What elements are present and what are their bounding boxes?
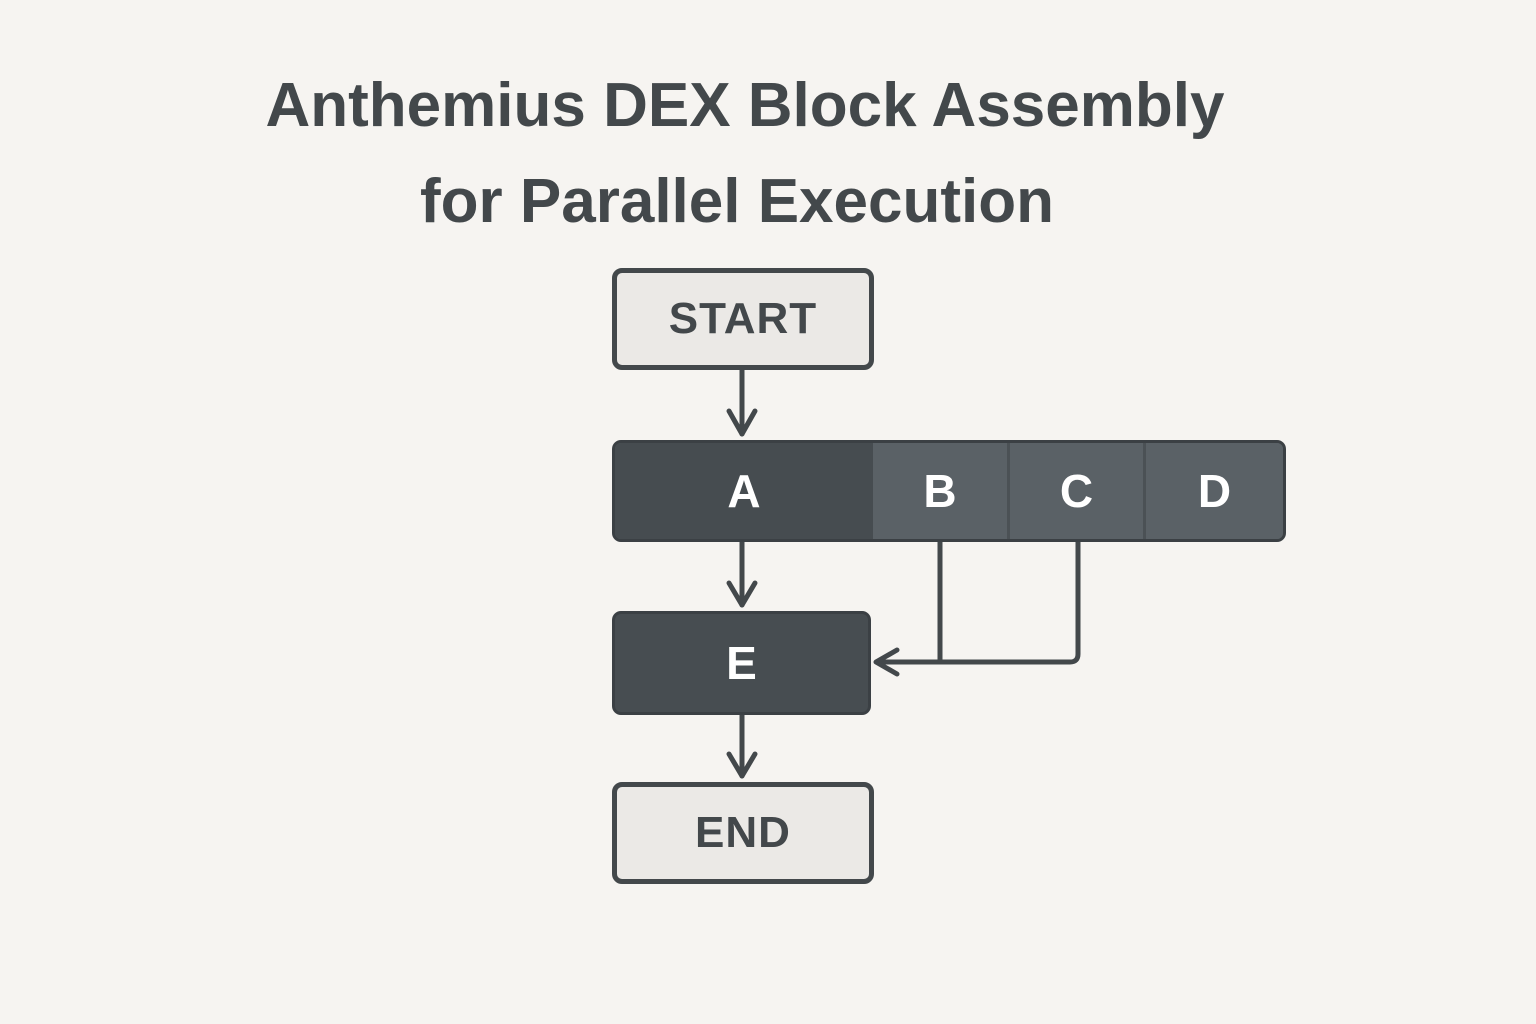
end-node-label: END <box>695 808 791 857</box>
e-node: E <box>612 611 871 715</box>
start-node-label: START <box>668 294 818 343</box>
block-a-label: A <box>727 465 761 517</box>
parallel-block-row: A B C D <box>612 440 1286 542</box>
start-node: START <box>612 268 874 370</box>
block-b: B <box>873 443 1010 539</box>
title-line-2: for Parallel Execution <box>420 167 1054 236</box>
e-node-label: E <box>726 637 757 689</box>
arrowhead-bc-to-e <box>873 647 900 677</box>
arrowhead-a-to-e <box>726 580 758 608</box>
block-c: C <box>1010 443 1146 539</box>
block-d-label: D <box>1197 465 1232 517</box>
arrowhead-start-to-a <box>726 408 758 437</box>
edge-c-down <box>875 539 1081 665</box>
block-c-label: C <box>1059 465 1094 517</box>
block-a: A <box>615 443 873 539</box>
block-b-label: B <box>923 465 957 517</box>
diagram-title: Anthemius DEX Block Assembly for Paralle… <box>0 58 1490 250</box>
block-d: D <box>1146 443 1283 539</box>
title-line-1: Anthemius DEX Block Assembly <box>265 71 1225 140</box>
end-node: END <box>612 782 874 884</box>
arrowhead-e-to-end <box>726 751 758 779</box>
